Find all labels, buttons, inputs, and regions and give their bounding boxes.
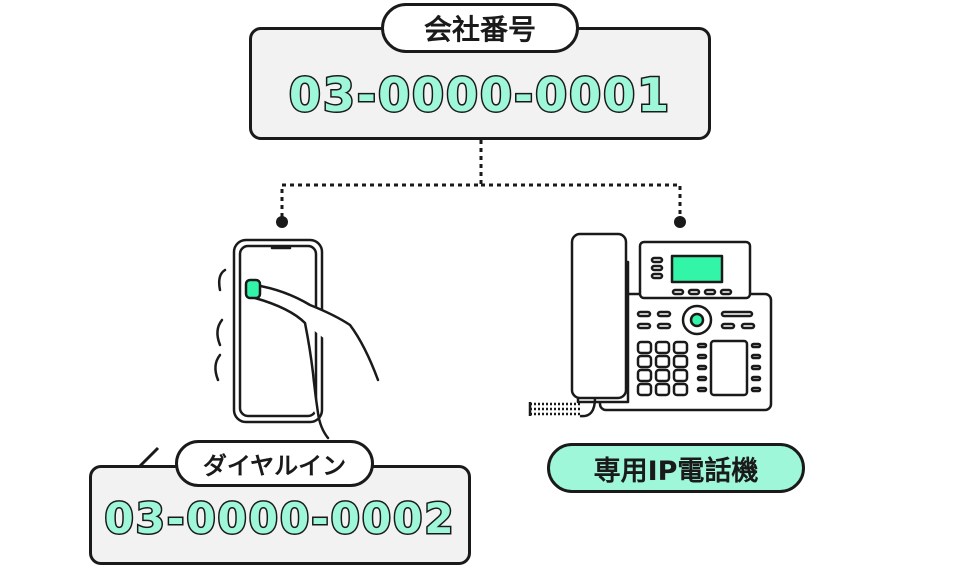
connector-dot-right	[674, 216, 686, 228]
company-number-label: 会社番号	[381, 3, 579, 53]
direct-dial-label: ダイヤルイン	[175, 440, 374, 487]
company-number-panel: 03-0000-0001	[249, 27, 711, 140]
smartphone-icon	[214, 238, 380, 440]
connector-dot-left	[276, 216, 288, 228]
ip-phone-label: 専用IP電話機	[547, 443, 805, 493]
company-number-value: 03-0000-0001	[287, 67, 672, 124]
connector-lines	[280, 140, 682, 218]
direct-dial-value: 03-0000-0002	[103, 493, 456, 545]
ip-phone-icon	[528, 232, 773, 418]
